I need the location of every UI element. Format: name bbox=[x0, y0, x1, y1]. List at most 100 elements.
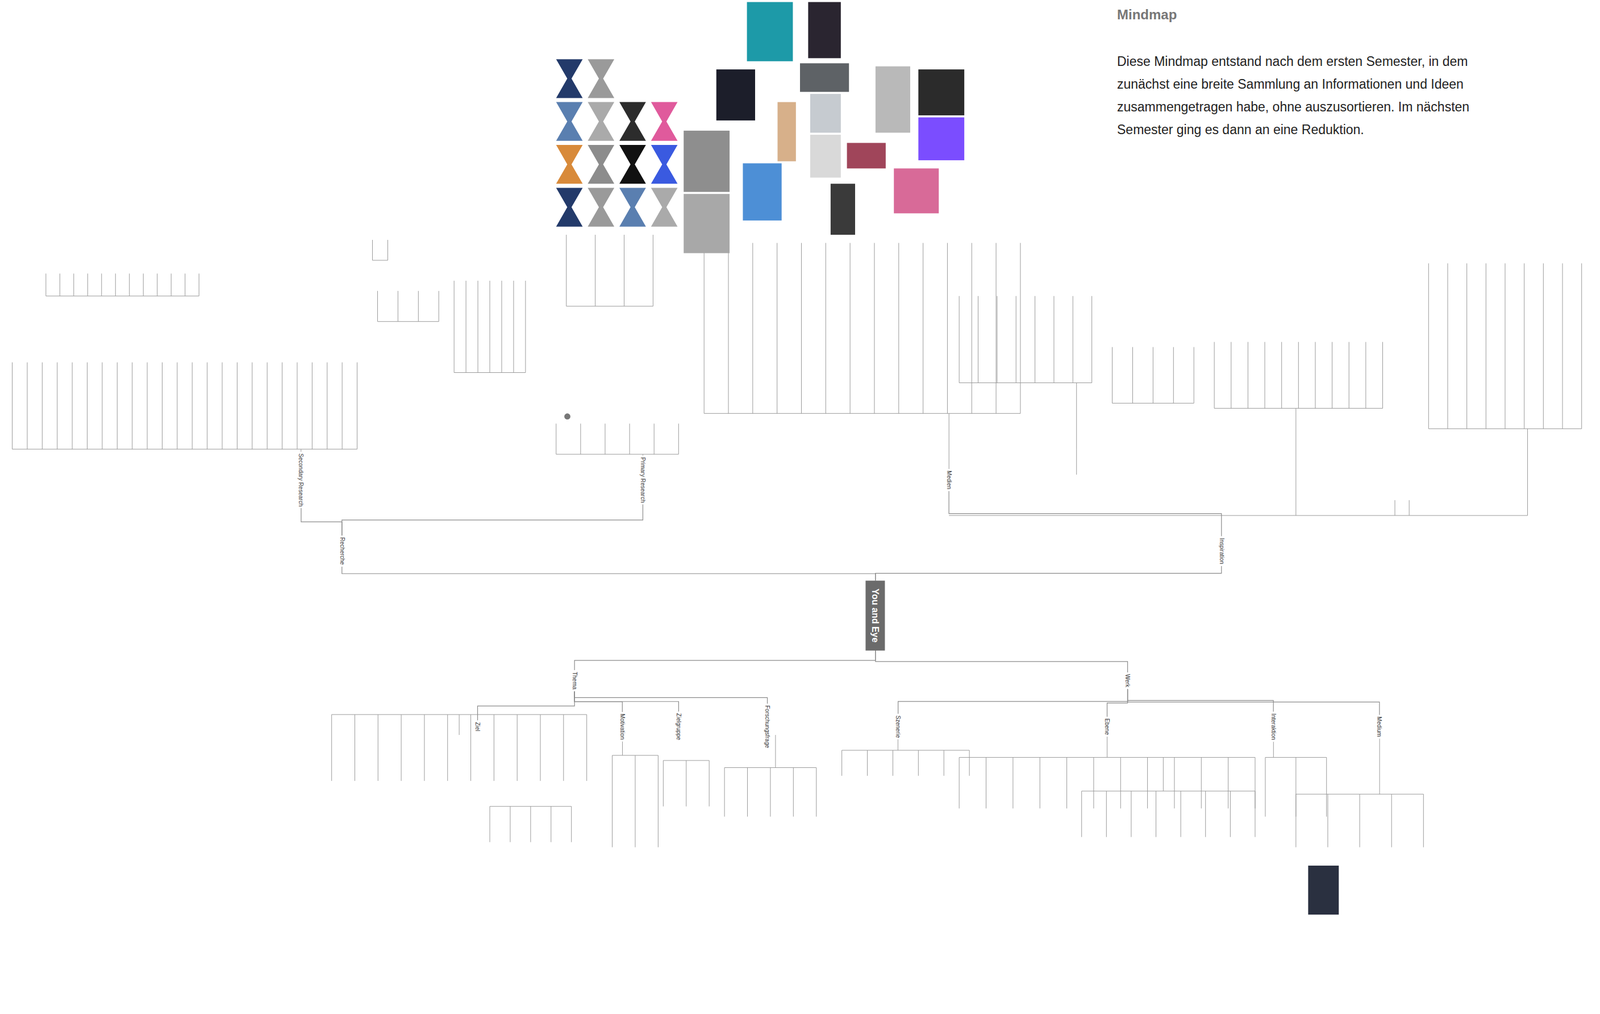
branch-line bbox=[387, 239, 389, 261]
branch-node: Forschungsfrage bbox=[763, 703, 772, 750]
caption-text: Diese Mindmap entstand nach dem ersten S… bbox=[1117, 50, 1515, 141]
hourglass-image bbox=[556, 144, 583, 184]
branch-line bbox=[128, 273, 130, 297]
branch-line bbox=[12, 448, 358, 450]
branch-line bbox=[377, 290, 378, 322]
hourglass-image bbox=[619, 187, 647, 227]
branch-line bbox=[565, 234, 567, 307]
branch-line bbox=[1180, 790, 1182, 837]
thumbnail-image bbox=[847, 142, 886, 169]
branch-line bbox=[477, 280, 479, 373]
thumbnail-image bbox=[810, 93, 841, 133]
branch-node: Zielgruppe bbox=[675, 711, 683, 742]
thumbnail-image bbox=[918, 117, 965, 161]
tree-connector bbox=[875, 650, 1128, 673]
branch-line bbox=[1076, 382, 1077, 449]
branch-line bbox=[438, 290, 440, 322]
branch-line bbox=[530, 806, 531, 843]
branch-line bbox=[566, 305, 654, 307]
branch-line bbox=[825, 242, 827, 414]
branch-line bbox=[331, 714, 332, 781]
branch-line bbox=[1327, 793, 1328, 847]
branch-line bbox=[236, 362, 238, 450]
thumbnail-image bbox=[800, 63, 849, 92]
tree-connector bbox=[301, 507, 343, 536]
branch-line bbox=[943, 750, 945, 776]
thumbnail-image bbox=[747, 2, 794, 62]
tree-connector bbox=[1107, 688, 1128, 717]
branch-line bbox=[465, 280, 467, 373]
branch-line bbox=[198, 273, 200, 297]
tree-connector bbox=[1127, 688, 1274, 712]
branch-node: Interaktion bbox=[1269, 711, 1278, 742]
branch-line bbox=[397, 290, 399, 322]
branch-node: Werk bbox=[1123, 672, 1132, 689]
branch-line bbox=[1130, 790, 1132, 837]
thumbnail-image bbox=[683, 193, 730, 253]
branch-line bbox=[663, 760, 664, 807]
branch-line bbox=[1205, 790, 1206, 837]
branch-line bbox=[623, 234, 625, 307]
hourglass-image bbox=[556, 102, 583, 141]
node-label: Recherche bbox=[338, 537, 345, 565]
branch-line bbox=[489, 280, 491, 373]
branch-line bbox=[26, 362, 28, 450]
branch-line bbox=[580, 423, 581, 454]
tree-connector bbox=[342, 503, 644, 536]
branch-line bbox=[594, 234, 596, 307]
hourglass-image bbox=[651, 144, 678, 184]
branch-node: Ebene bbox=[1103, 716, 1111, 737]
hourglass-image bbox=[619, 102, 647, 141]
branch-line bbox=[101, 273, 102, 297]
thumbnail-image bbox=[875, 66, 911, 133]
branch-line bbox=[1379, 734, 1381, 794]
branch-line bbox=[1466, 263, 1468, 429]
branch-line bbox=[977, 296, 979, 383]
branch-node: Inspiration bbox=[1217, 536, 1225, 566]
branch-line bbox=[1147, 757, 1148, 809]
branch-line bbox=[752, 242, 753, 414]
branch-line bbox=[1111, 347, 1113, 404]
node-label: Motivation bbox=[619, 713, 626, 740]
node-label: Inspiration bbox=[1218, 538, 1225, 565]
branch-line bbox=[922, 242, 924, 414]
branch-line bbox=[1447, 263, 1448, 429]
branch-line bbox=[1091, 296, 1093, 383]
branch-line bbox=[1081, 790, 1256, 791]
branch-line bbox=[1409, 500, 1410, 516]
branch-line bbox=[959, 296, 960, 383]
branch-line bbox=[184, 273, 186, 297]
node-label: Medien bbox=[946, 470, 953, 490]
node-label: Secondary Research bbox=[297, 452, 304, 506]
branch-line bbox=[556, 453, 679, 455]
branch-line bbox=[776, 242, 778, 414]
branch-line bbox=[1076, 448, 1077, 475]
branch-line bbox=[873, 242, 875, 414]
branch-line bbox=[42, 362, 43, 450]
branch-line bbox=[192, 362, 193, 450]
branch-node: Motivation bbox=[618, 711, 627, 742]
branch-line bbox=[161, 362, 163, 450]
branch-line bbox=[156, 273, 158, 297]
branch-line bbox=[372, 259, 389, 261]
branch-line bbox=[86, 362, 88, 450]
thumbnail-image bbox=[893, 168, 939, 214]
branch-line bbox=[206, 362, 208, 450]
branch-line bbox=[1230, 790, 1231, 837]
branch-line bbox=[1081, 790, 1082, 837]
branch-line bbox=[171, 273, 172, 297]
branch-line bbox=[1019, 242, 1021, 414]
page-title: Mindmap bbox=[1117, 6, 1177, 23]
hourglass-image bbox=[556, 59, 583, 98]
node-label: Interaktion bbox=[1270, 713, 1277, 740]
branch-line bbox=[377, 321, 439, 322]
branch-line bbox=[1039, 757, 1041, 809]
thumbnail-image bbox=[777, 102, 796, 162]
branch-line bbox=[489, 806, 491, 843]
branch-line bbox=[147, 362, 148, 450]
branch-node: Recherche bbox=[338, 535, 346, 567]
branch-line bbox=[1331, 342, 1333, 409]
branch-line bbox=[513, 280, 514, 373]
branch-line bbox=[267, 362, 268, 450]
branch-line bbox=[176, 362, 178, 450]
